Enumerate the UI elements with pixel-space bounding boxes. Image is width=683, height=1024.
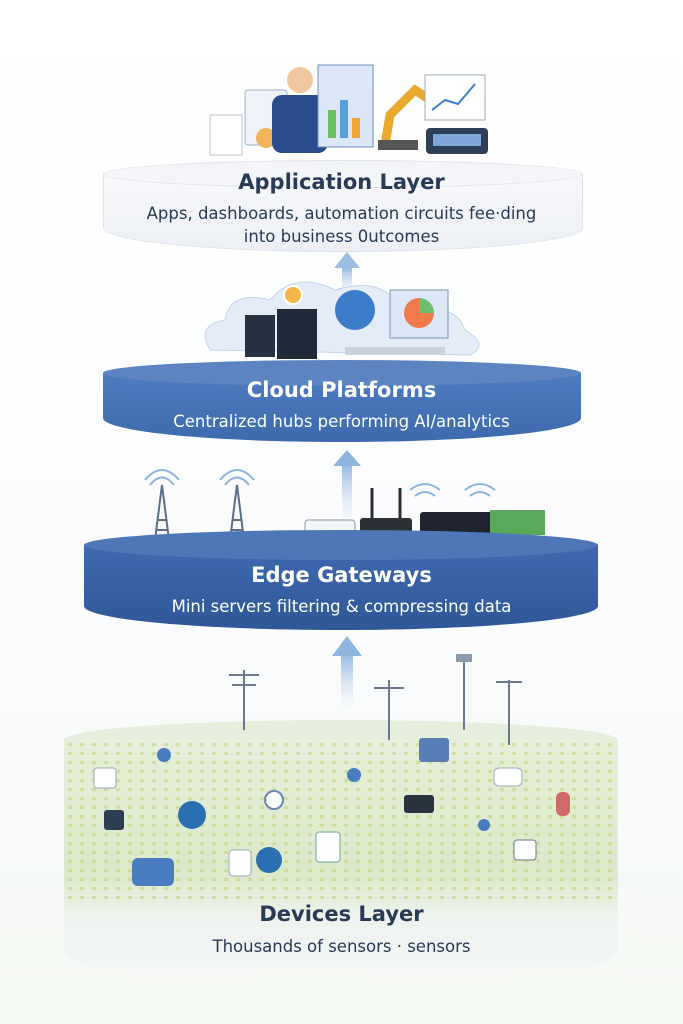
edge-gateways-desc: Mini servers filtering & compressing dat… xyxy=(171,597,512,616)
server-rack-icon xyxy=(245,315,275,357)
thermometer-card-icon xyxy=(93,767,117,789)
robot-arm-icon xyxy=(380,84,435,150)
phone-card-icon xyxy=(315,831,341,863)
cloud-illustration xyxy=(204,281,480,359)
document-icon xyxy=(209,114,243,156)
display-sensor-icon xyxy=(419,738,449,762)
streetlight-icon xyxy=(456,654,472,730)
sensor-mast-icon xyxy=(374,680,404,740)
edge-gateways-layer xyxy=(84,530,598,630)
devices-layer xyxy=(64,720,618,968)
businessman-icon xyxy=(272,95,328,153)
circuit-board-icon xyxy=(490,510,545,535)
sensor-mast-icon xyxy=(229,670,259,730)
application-layer-desc-2: into business 0utcomes xyxy=(243,227,440,246)
edge-gateways-title: Edge Gateways xyxy=(251,563,432,587)
cloud-platforms-desc: Centralized hubs performing AI/analytics xyxy=(173,412,510,431)
snowflake-sensor-icon xyxy=(256,847,282,873)
cloud-platforms-layer xyxy=(103,360,581,442)
application-illustration xyxy=(209,64,488,156)
cart-device-icon xyxy=(513,839,537,861)
server-puck-icon xyxy=(132,858,174,886)
arrow-display-icon xyxy=(404,795,434,813)
pie-chart-icon xyxy=(256,128,276,148)
cloud-platforms-title: Cloud Platforms xyxy=(246,378,437,402)
application-layer xyxy=(103,160,583,252)
cell-tower-icon xyxy=(144,469,180,541)
sensor-mast-icon xyxy=(496,680,522,745)
arrow-edge xyxy=(332,636,362,710)
monitor-icon xyxy=(424,74,486,121)
sensors-illustration xyxy=(93,654,570,886)
meter-icon xyxy=(104,810,124,830)
ai-brain-icon xyxy=(335,290,375,330)
cylinder-sensor-icon xyxy=(556,792,570,816)
sun-badge-icon xyxy=(283,285,303,305)
smart-device-icon xyxy=(493,767,523,787)
snowflake-sensor-icon xyxy=(178,801,206,829)
cell-tower-icon xyxy=(219,469,255,541)
wifi-icon xyxy=(464,483,496,497)
devices-layer-desc: Thousands of sensors · sensors xyxy=(212,937,471,956)
application-layer-title: Application Layer xyxy=(238,170,445,194)
application-layer-desc-1: Apps, dashboards, automation circuits fe… xyxy=(146,204,537,223)
wifi-icon xyxy=(409,483,441,497)
battery-unit-icon xyxy=(228,849,252,877)
devices-layer-title: Devices Layer xyxy=(259,902,424,926)
arrow-app xyxy=(334,252,360,296)
arrow-cloud xyxy=(333,450,361,524)
